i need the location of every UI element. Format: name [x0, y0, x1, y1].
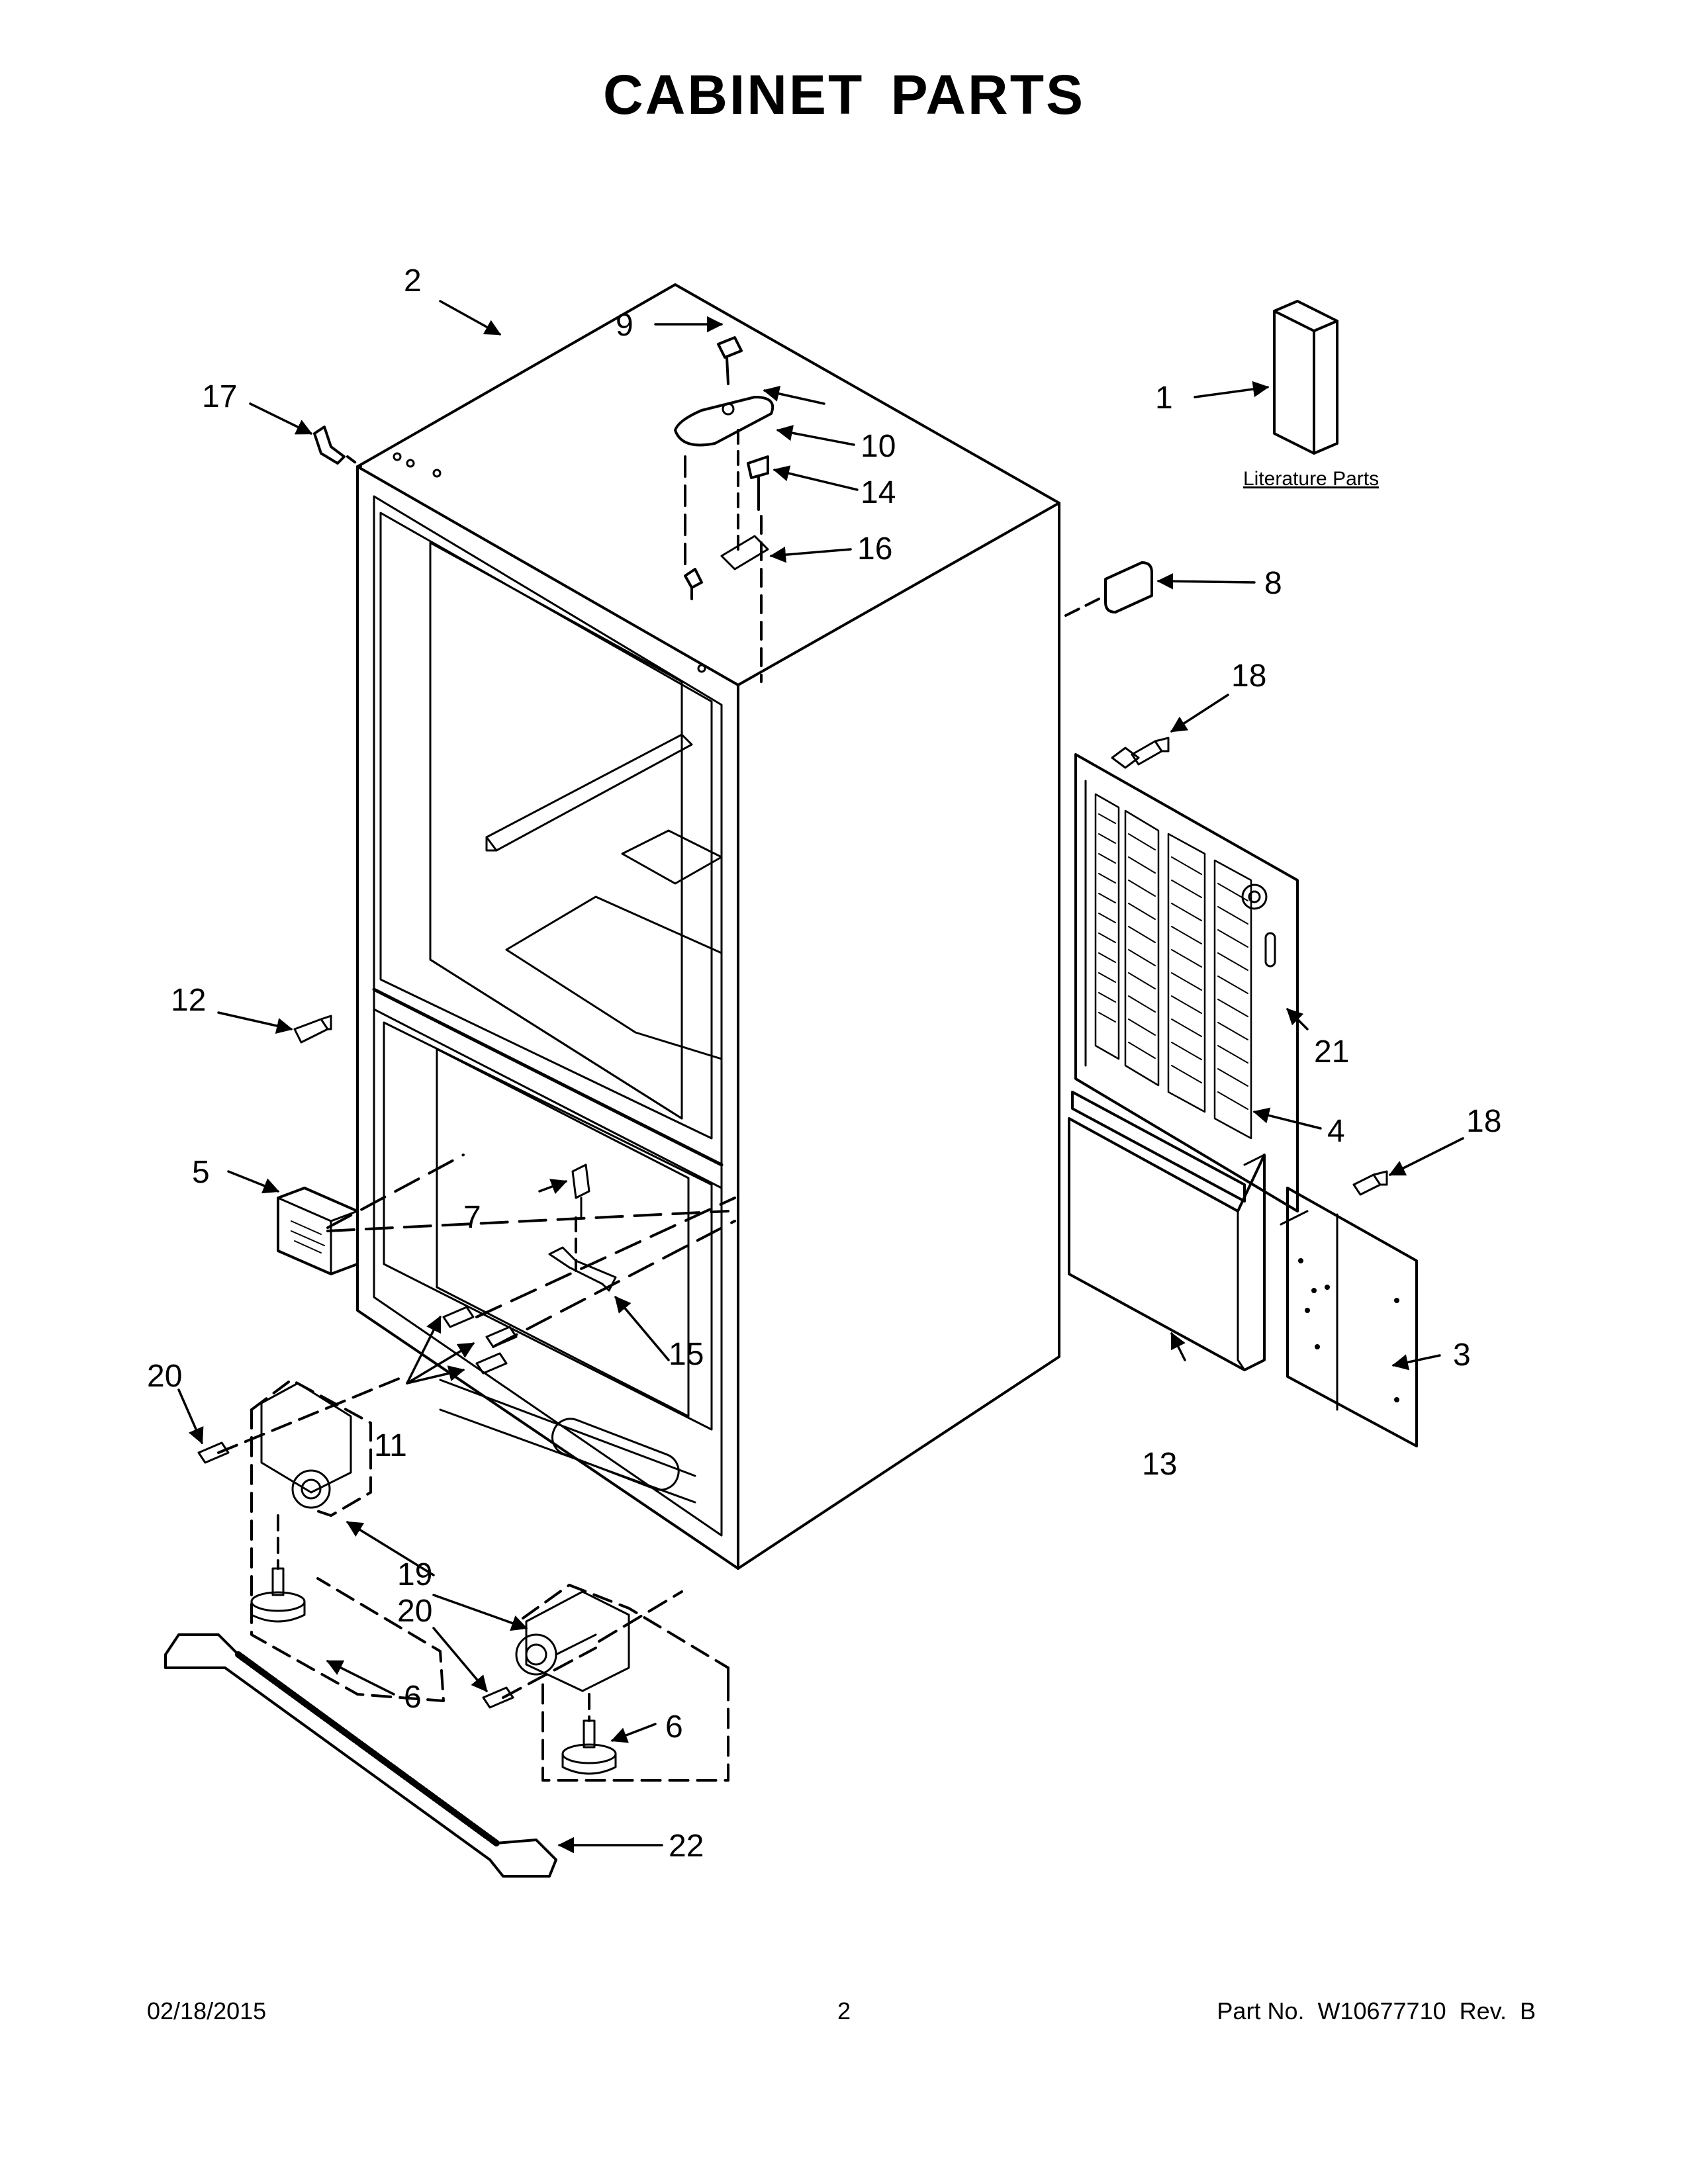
screws-18: [1131, 737, 1388, 1196]
part-8-label: [1104, 561, 1153, 614]
footer-page-number: 2: [837, 1997, 851, 2025]
top-hinge-assembly: [674, 336, 774, 683]
callout-22: 22: [669, 1829, 704, 1864]
callout-8: 8: [1264, 566, 1282, 601]
footer-part-number: Part No. W10677710 Rev. B: [1217, 1997, 1536, 2025]
callout-21: 21: [1314, 1034, 1349, 1069]
screws-11: [442, 1306, 518, 1375]
part-17-clip: [313, 426, 346, 465]
literature-parts-label: Literature Parts: [1243, 468, 1379, 490]
callout-20a: 20: [147, 1359, 182, 1394]
literature-parts-icon: [1273, 300, 1338, 455]
callout-3: 3: [1453, 1338, 1471, 1373]
callout-9: 9: [616, 308, 633, 343]
callout-20b: 20: [397, 1594, 432, 1629]
callout-13: 13: [1142, 1447, 1177, 1482]
rear-roller-left: [260, 1382, 352, 1509]
callout-18a: 18: [1231, 659, 1266, 694]
leveling-legs: [250, 1567, 617, 1775]
callout-17: 17: [202, 379, 237, 414]
callout-10: 10: [861, 429, 896, 464]
callout-11: 11: [374, 1428, 407, 1463]
callout-16: 16: [857, 531, 892, 567]
callout-19: 19: [397, 1557, 432, 1592]
callout-7: 7: [463, 1200, 481, 1235]
part-22-toe-grille: [164, 1633, 557, 1878]
part-3-back-panel: [1280, 1187, 1418, 1447]
callout-12: 12: [171, 983, 206, 1018]
callout-4: 4: [1327, 1114, 1345, 1149]
part-5-control-box: [277, 1187, 359, 1275]
callout-labels: 1 2 3 4 5 6 6 7 8 9 10 11 12 13 14 15 16…: [147, 263, 1501, 1864]
callout-1: 1: [1155, 381, 1173, 416]
machine-compartment-grille: [1074, 747, 1299, 1212]
callout-5: 5: [192, 1155, 210, 1190]
part-12-screw: [293, 1015, 332, 1044]
callout-15: 15: [669, 1337, 704, 1372]
callout-6a: 6: [404, 1680, 422, 1715]
footer-date: 02/18/2015: [147, 1997, 267, 2025]
callout-18b: 18: [1466, 1104, 1501, 1139]
callout-leaders: [177, 300, 1464, 1854]
callout-2: 2: [404, 263, 422, 298]
cabinet-body: [356, 283, 1060, 1570]
callout-14: 14: [861, 475, 896, 510]
part-13-insulation-panel: [1068, 1117, 1266, 1371]
page-title: CABINET PARTS: [602, 64, 1086, 126]
screws-20: [197, 1441, 514, 1709]
part-4-seal-strip: [1071, 1091, 1246, 1203]
callout-6b: 6: [665, 1709, 683, 1745]
front-roller-right: [515, 1590, 630, 1692]
part-7-pin: [571, 1163, 590, 1219]
